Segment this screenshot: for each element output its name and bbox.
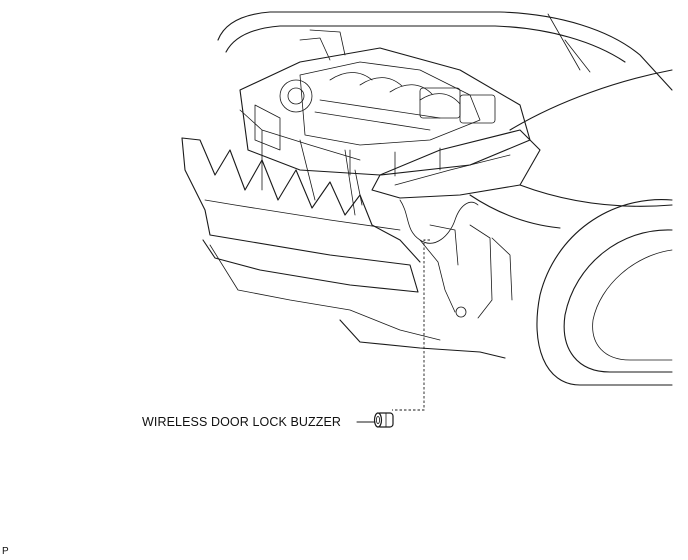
headlamp-fender [371, 69, 673, 229]
hood [217, 11, 673, 91]
buzzer-mount-area [399, 199, 513, 319]
figure-code: P [2, 546, 9, 557]
wireless-door-lock-buzzer-icon [373, 412, 394, 428]
front-structure [181, 109, 506, 359]
wireless-door-lock-buzzer-label: WIRELESS DOOR LOCK BUZZER [142, 415, 342, 429]
leader-dashed-line [392, 239, 430, 411]
front-wheel [536, 199, 673, 386]
engine-block [239, 29, 531, 177]
